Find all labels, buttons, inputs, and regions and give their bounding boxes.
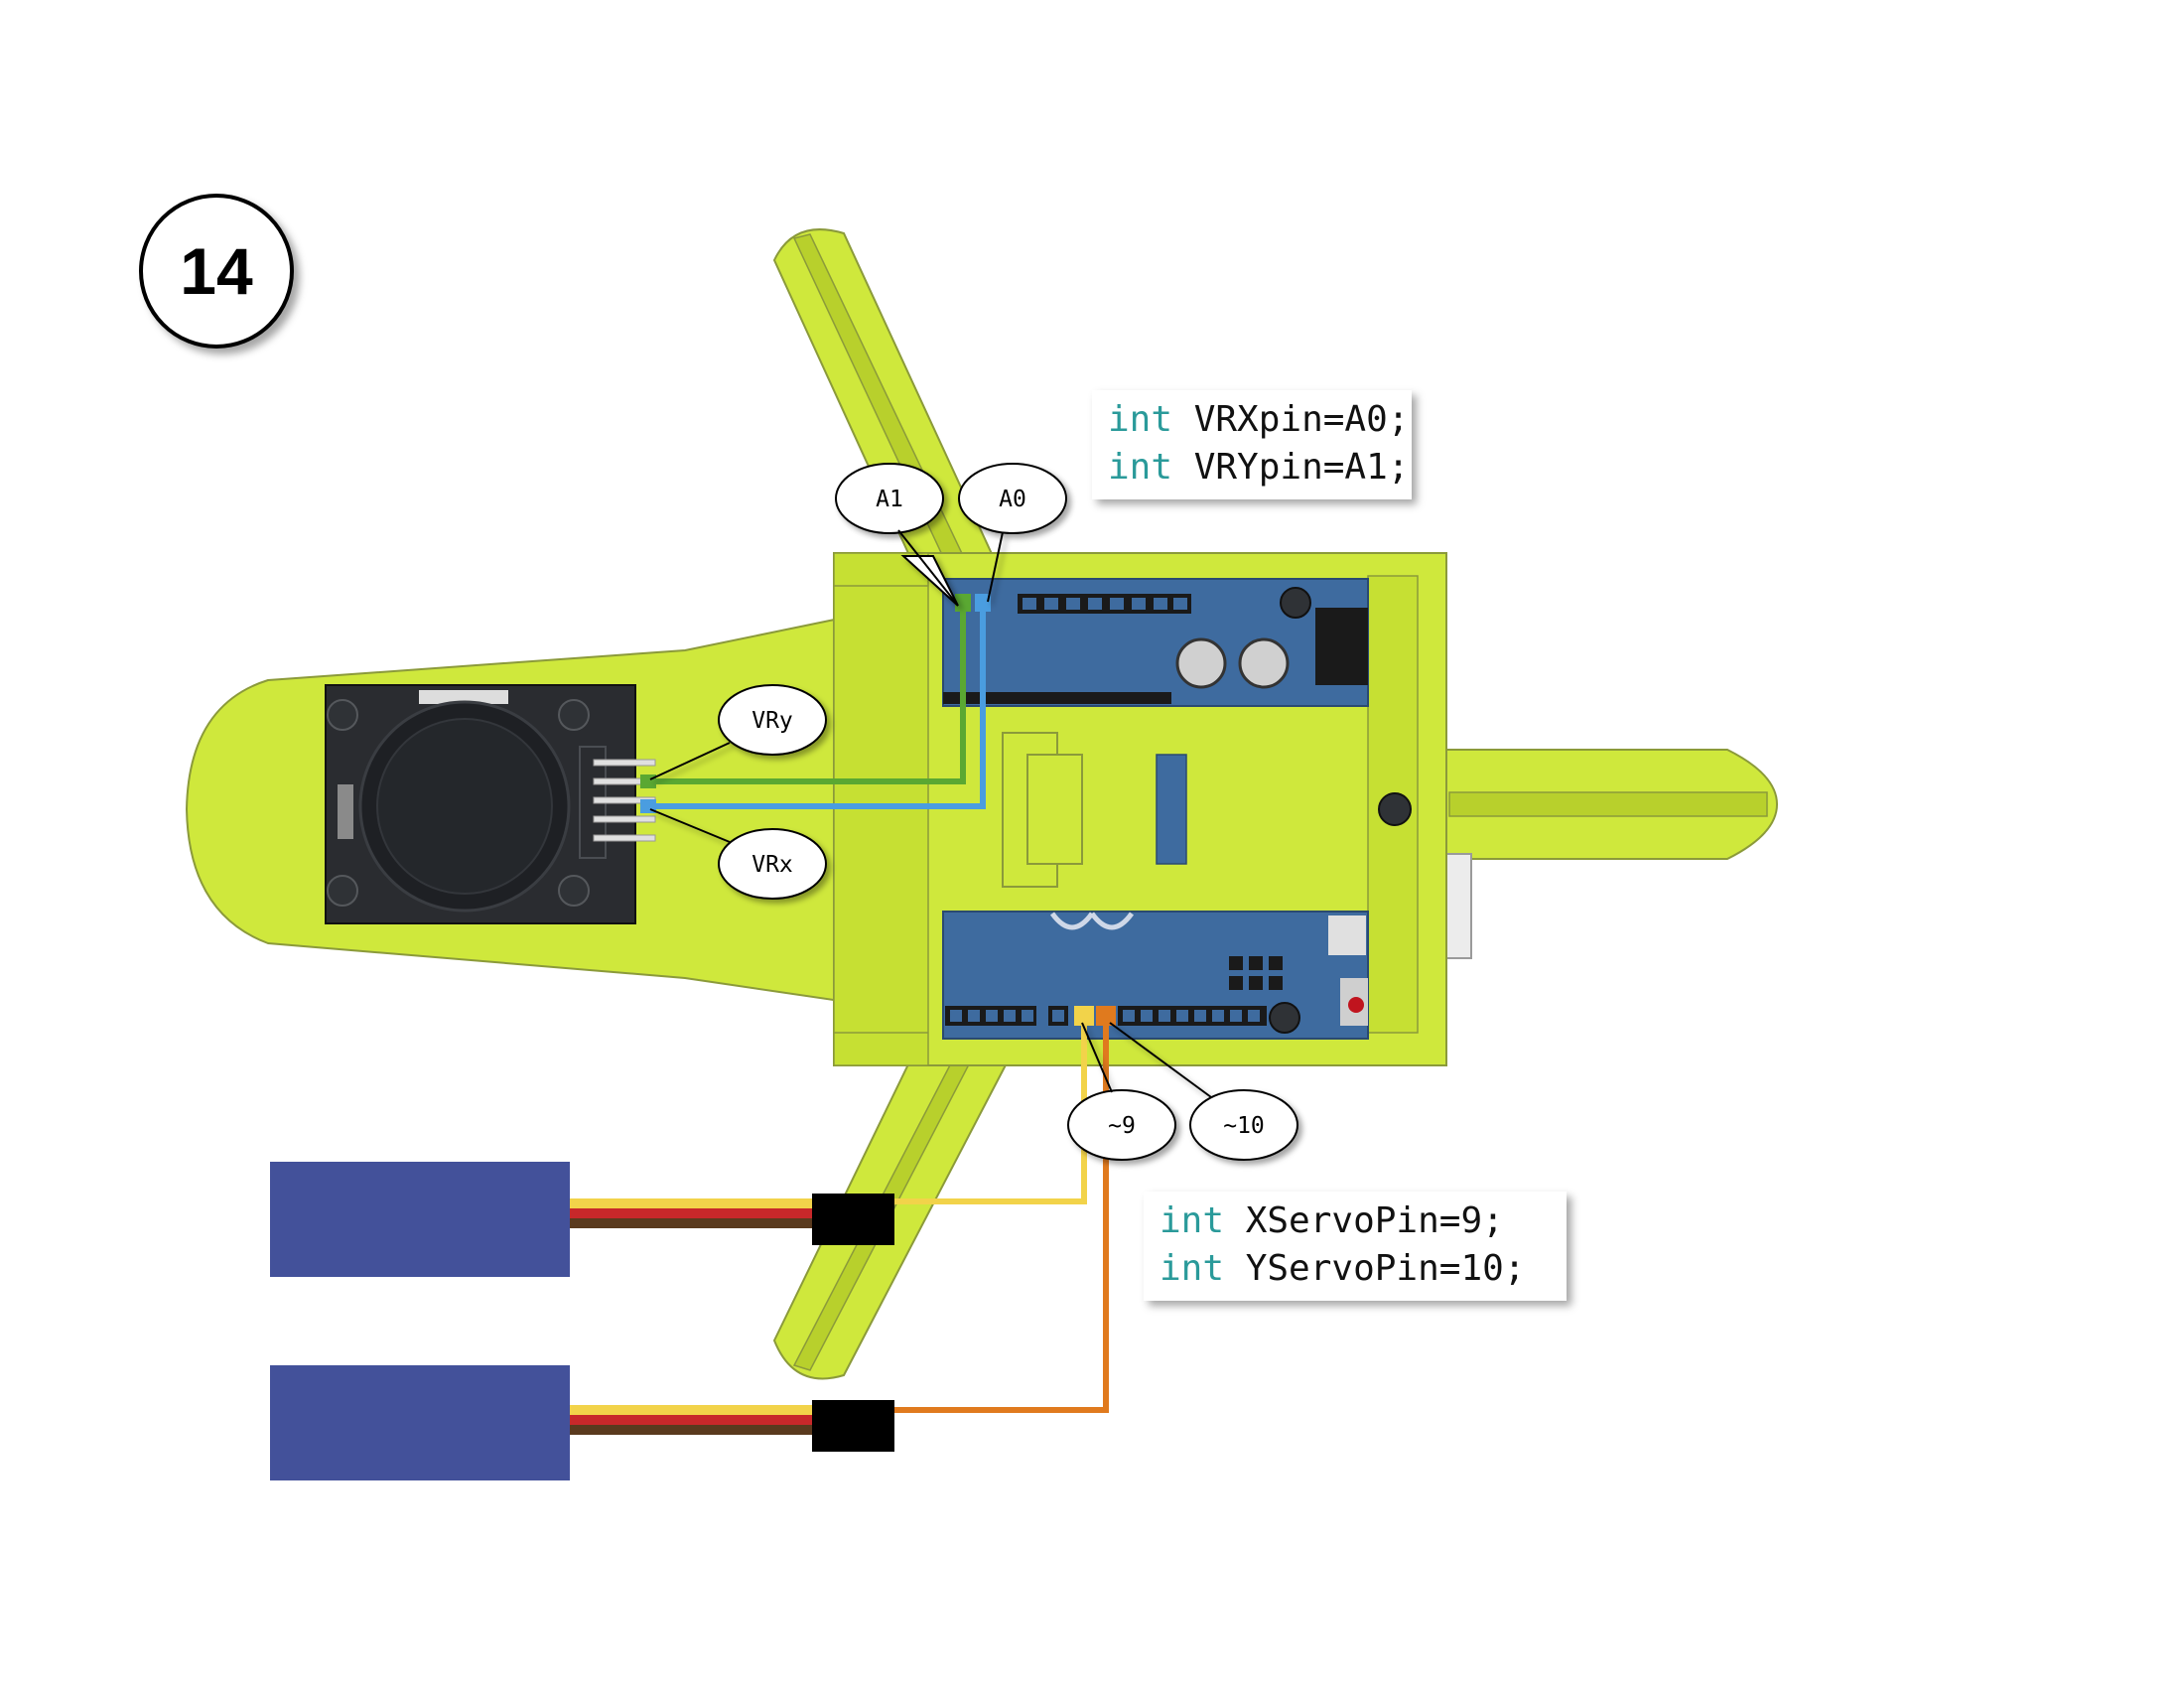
callout-vrx: [649, 808, 827, 900]
callout-a1-label: A1: [876, 487, 903, 512]
callout-vry: [649, 684, 827, 780]
code-text: VRXpin=A0;: [1172, 399, 1410, 440]
step-number-badge: 14: [139, 194, 294, 349]
code-line: int XServoPin=9;: [1160, 1200, 1504, 1241]
code-text: YServoPin=10;: [1224, 1248, 1526, 1289]
screw-icon: [558, 875, 590, 907]
servo-connector: [812, 1400, 894, 1452]
screw-icon: [1378, 792, 1412, 826]
code-text: VRYpin=A1;: [1172, 447, 1410, 488]
callout-pin9-label: ~9: [1108, 1113, 1136, 1139]
servo-connector: [812, 1194, 894, 1245]
wire-vry: [645, 608, 966, 784]
pin-10: [1096, 1006, 1116, 1026]
code-line: int VRYpin=A1;: [1108, 447, 1409, 488]
callout-pin9: [1067, 1022, 1176, 1161]
screw-icon: [1269, 1002, 1300, 1034]
callout-a0: [958, 463, 1067, 603]
code-keyword: int: [1108, 447, 1173, 488]
right-arm: [1429, 749, 1779, 959]
servo-x: [270, 1162, 894, 1277]
code-keyword: int: [1160, 1200, 1225, 1241]
code-text: XServoPin=9;: [1224, 1200, 1504, 1241]
code-line: int YServoPin=10;: [1160, 1248, 1525, 1289]
servo-y: [270, 1365, 894, 1480]
screw-icon: [327, 875, 358, 907]
pin-a1: [955, 594, 971, 612]
code-keyword: int: [1160, 1248, 1225, 1289]
joystick-header-pins: [593, 759, 656, 842]
joystick-module: [325, 684, 656, 924]
wire-vrx: [645, 608, 986, 809]
code-keyword: int: [1108, 399, 1173, 440]
callout-vry-label: VRy: [751, 708, 793, 734]
arduino-board-top: [942, 578, 1369, 707]
callout-pin10-label: ~10: [1223, 1113, 1265, 1139]
callout-a1: [835, 463, 959, 607]
wire-pin9: [893, 1023, 1087, 1204]
callout-vrx-label: VRx: [751, 852, 793, 878]
screw-icon: [1280, 587, 1311, 619]
code-snippet-servo-pins: int XServoPin=9; int YServoPin=10;: [1144, 1192, 1567, 1301]
callout-a0-label: A0: [999, 487, 1026, 512]
pin-9: [1074, 1006, 1094, 1026]
arduino-board-bottom: [942, 911, 1369, 1040]
blue-component: [1156, 754, 1187, 865]
pin-a0: [975, 594, 991, 612]
callout-pin10: [1109, 1022, 1298, 1161]
screw-icon: [327, 699, 358, 731]
code-snippet-joystick-pins: int VRXpin=A0; int VRYpin=A1;: [1092, 390, 1412, 499]
code-line: int VRXpin=A0;: [1108, 399, 1409, 440]
screw-icon: [558, 699, 590, 731]
